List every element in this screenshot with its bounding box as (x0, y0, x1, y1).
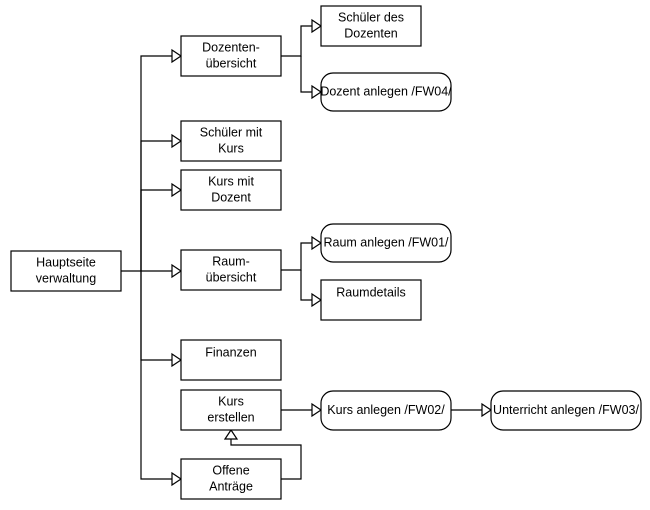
node-label: Anträge (209, 479, 253, 493)
node-box[interactable] (10, 250, 122, 292)
nodes-layer: HauptseiteverwaltungDozenten-übersichtSc… (10, 5, 642, 500)
edge-kurs-erstellen-to-kurs-anlegen (281, 402, 323, 418)
node-box[interactable] (180, 35, 282, 77)
node-box[interactable] (180, 120, 282, 162)
node-box[interactable] (320, 72, 452, 112)
edge-hauptseite-to-raumuebersicht (141, 263, 183, 279)
node-kurs-erstellen[interactable]: Kurs erstellen (180, 389, 282, 431)
node-label: Schüler mit (200, 125, 263, 139)
node-box[interactable] (320, 279, 422, 321)
edges-layer (121, 18, 493, 487)
node-label: Dozenten- (202, 40, 260, 54)
node-finanzen[interactable]: Finanzen (180, 339, 282, 381)
node-raumuebersicht[interactable]: Raum-übersicht (180, 249, 282, 291)
edge-hauptseite-to-schueler-mit-kurs (140, 133, 183, 271)
node-label: erstellen (207, 410, 254, 424)
node-box[interactable] (320, 390, 452, 431)
node-raum-anlegen[interactable]: Raum anlegen /FW01/ (320, 223, 452, 263)
edge-dozentenuebersicht-to-dozent-anlegen (300, 56, 323, 100)
node-label: Raum- (212, 254, 250, 268)
node-dozentenuebersicht[interactable]: Dozenten-übersicht (180, 35, 282, 77)
arrow-head-icon (171, 352, 183, 368)
node-label: Hauptseite (36, 255, 96, 269)
node-kurs-anlegen[interactable]: Kurs anlegen /FW02/ (320, 390, 452, 431)
node-label: Raumdetails (336, 285, 405, 299)
arrow-head-icon (223, 428, 239, 440)
arrow-head-icon (171, 133, 183, 149)
edge-line (230, 430, 302, 480)
node-box[interactable] (180, 169, 282, 211)
edge-line (140, 271, 181, 361)
edge-hauptseite-to-offene-antraege (140, 271, 183, 487)
edge-line (300, 56, 321, 93)
node-label: Dozent (211, 190, 251, 204)
node-hauptseite[interactable]: Hauptseite verwaltung (10, 250, 122, 292)
edge-line (140, 271, 181, 480)
edge-offene-antraege-to-kurs-erstellen (223, 428, 302, 480)
node-box[interactable] (180, 339, 282, 381)
edge-line (281, 25, 321, 57)
node-dozent-anlegen[interactable]: Dozent anlegen /FW04/ (320, 72, 452, 112)
node-label: Kurs mit (208, 174, 254, 188)
node-label: Dozenten (344, 26, 398, 40)
node-label: Kurs anlegen /FW02/ (327, 403, 445, 417)
node-label: Raum anlegen /FW01/ (323, 235, 449, 249)
node-raumdetails[interactable]: Raumdetails (320, 279, 422, 321)
edge-line (140, 189, 181, 271)
edge-hauptseite-to-finanzen (140, 271, 183, 368)
arrow-head-icon (311, 292, 323, 308)
arrow-head-icon (171, 471, 183, 487)
node-label: Schüler des (338, 10, 404, 24)
node-label: Finanzen (205, 345, 256, 359)
edge-hauptseite-to-dozentenuebersicht (121, 48, 183, 272)
arrow-head-icon (311, 18, 323, 34)
edge-kurs-anlegen-to-unterricht-anlegen (451, 402, 493, 418)
edge-hauptseite-to-kurs-mit-dozent (140, 182, 183, 271)
node-box[interactable] (180, 389, 282, 431)
edge-line (140, 140, 181, 271)
node-label: Unterricht anlegen /FW03/ (493, 403, 639, 417)
node-label: Kurs (218, 394, 244, 408)
arrow-head-icon (311, 84, 323, 100)
node-label: Kurs (218, 141, 244, 155)
node-unterricht-anlegen[interactable]: Unterricht anlegen /FW03/ (490, 390, 642, 431)
arrow-head-icon (171, 48, 183, 64)
edge-line (281, 242, 321, 271)
edge-line (121, 55, 181, 272)
arrow-head-icon (171, 182, 183, 198)
node-box[interactable] (180, 249, 282, 291)
node-box[interactable] (180, 458, 282, 500)
node-label: Dozent anlegen /FW04/ (320, 84, 452, 98)
node-label: verwaltung (36, 271, 96, 285)
node-box[interactable] (490, 390, 642, 431)
edge-raumuebersicht-to-raum-anlegen (281, 235, 323, 271)
arrow-head-icon (311, 402, 323, 418)
arrow-head-icon (311, 235, 323, 251)
node-label: übersicht (206, 270, 257, 284)
node-label: Offene (212, 463, 249, 477)
node-box[interactable] (320, 5, 422, 47)
arrow-head-icon (171, 263, 183, 279)
node-box[interactable] (320, 223, 452, 263)
node-label: übersicht (206, 56, 257, 70)
edge-dozentenuebersicht-to-schueler-des-dozenten (281, 18, 323, 57)
arrow-head-icon (481, 402, 493, 418)
edge-raumuebersicht-to-raumdetails (300, 270, 323, 308)
edge-line (300, 270, 321, 301)
